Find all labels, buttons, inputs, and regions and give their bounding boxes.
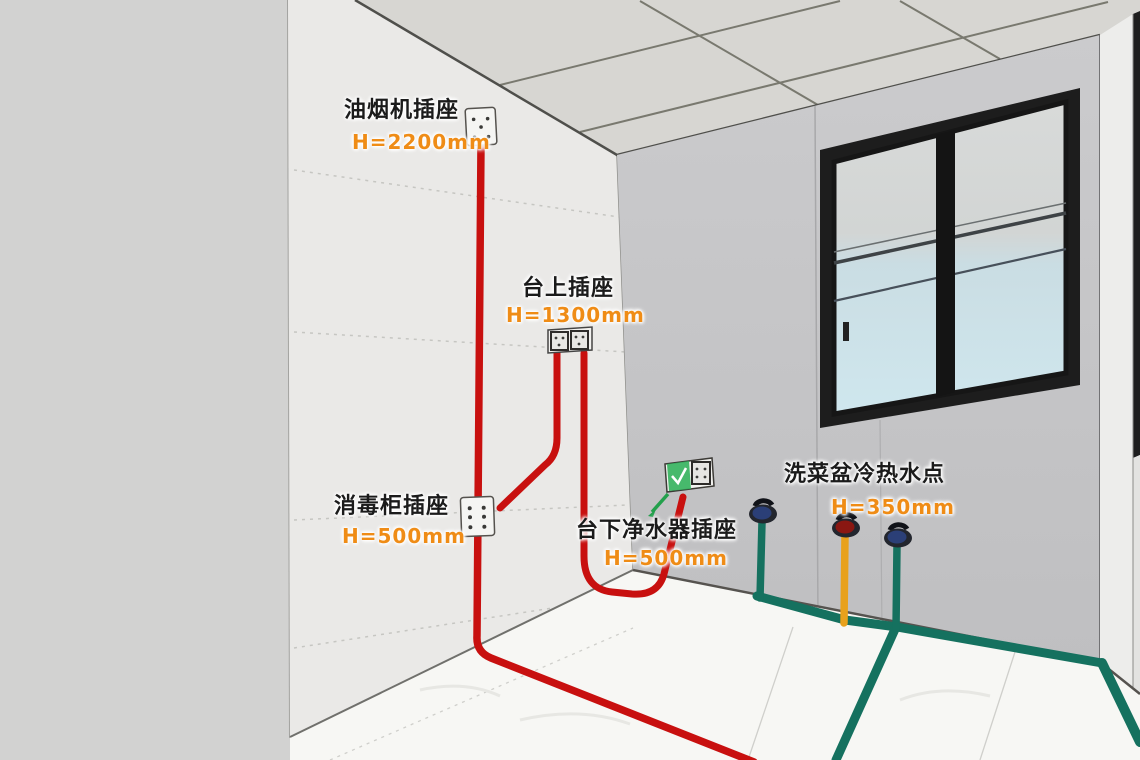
- check-icon: [671, 467, 688, 486]
- floor-tile-seams: [329, 626, 1016, 760]
- cold-water-pipe-floor-run: [831, 622, 901, 760]
- conduit-countertop-to-purifier: [580, 349, 687, 598]
- cold-water-point-1: [749, 498, 777, 524]
- cold-water-riser-2: [892, 541, 901, 633]
- range-hood-socket: [464, 106, 498, 147]
- window-side-return-wall: [1100, 11, 1140, 700]
- left-side-wall: [0, 0, 291, 760]
- cold-water-pipe-corner-run: [1097, 658, 1140, 747]
- sterilizer-socket: [459, 495, 496, 538]
- selection-axis-arrowhead: [648, 509, 656, 517]
- water-purifier-socket: [648, 457, 715, 517]
- cold-water-riser-1: [756, 518, 766, 602]
- window-return-dark-edge: [1133, 11, 1140, 458]
- cold-water-pipe-wall-run: [752, 591, 1107, 668]
- right-wall-panel-seam: [879, 419, 883, 633]
- selection-axis-arrow: [650, 492, 670, 514]
- conduit-countertop-to-sterilizer: [496, 349, 561, 512]
- floor-marble-veins: [419, 684, 991, 726]
- marble-wall-panel-seams: [293, 169, 631, 649]
- countertop-double-socket: [547, 326, 593, 354]
- cold-water-point-2: [884, 522, 912, 548]
- window-center-mullion: [936, 130, 955, 397]
- window: [820, 88, 1080, 428]
- water-pipes: [752, 518, 1140, 760]
- hot-water-point: [832, 512, 860, 538]
- water-point-outlets: [749, 498, 912, 548]
- selection-highlight: [667, 461, 691, 491]
- sockets: [459, 106, 715, 538]
- hot-water-riser: [840, 532, 849, 627]
- right-wall-panel-seam: [814, 105, 819, 623]
- ceiling-tile-seams: [499, 0, 1109, 133]
- conduit-range-hood-to-floor: [473, 140, 758, 760]
- window-handle: [843, 322, 849, 341]
- electric-conduits: [473, 140, 758, 760]
